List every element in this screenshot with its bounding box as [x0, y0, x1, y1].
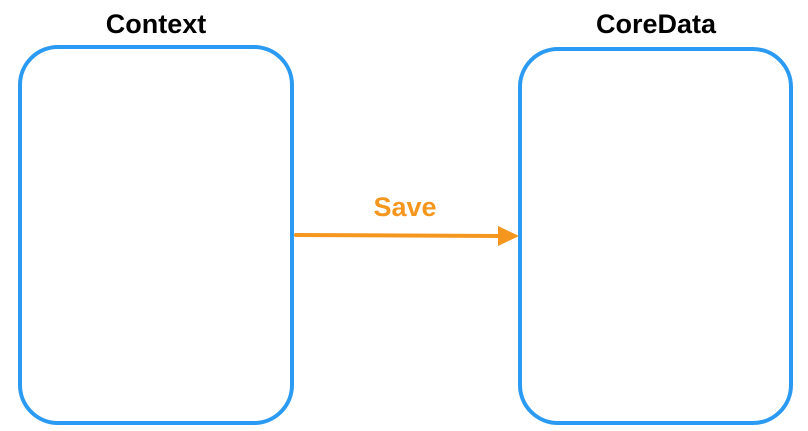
context-label: Context [105, 9, 207, 39]
coredata-box [518, 47, 793, 425]
save-arrow-shaft [294, 233, 502, 238]
coredata-label: CoreData [595, 9, 717, 39]
save-arrow-head [498, 226, 519, 246]
context-box [18, 45, 294, 425]
save-edge-label: Save [373, 192, 437, 222]
